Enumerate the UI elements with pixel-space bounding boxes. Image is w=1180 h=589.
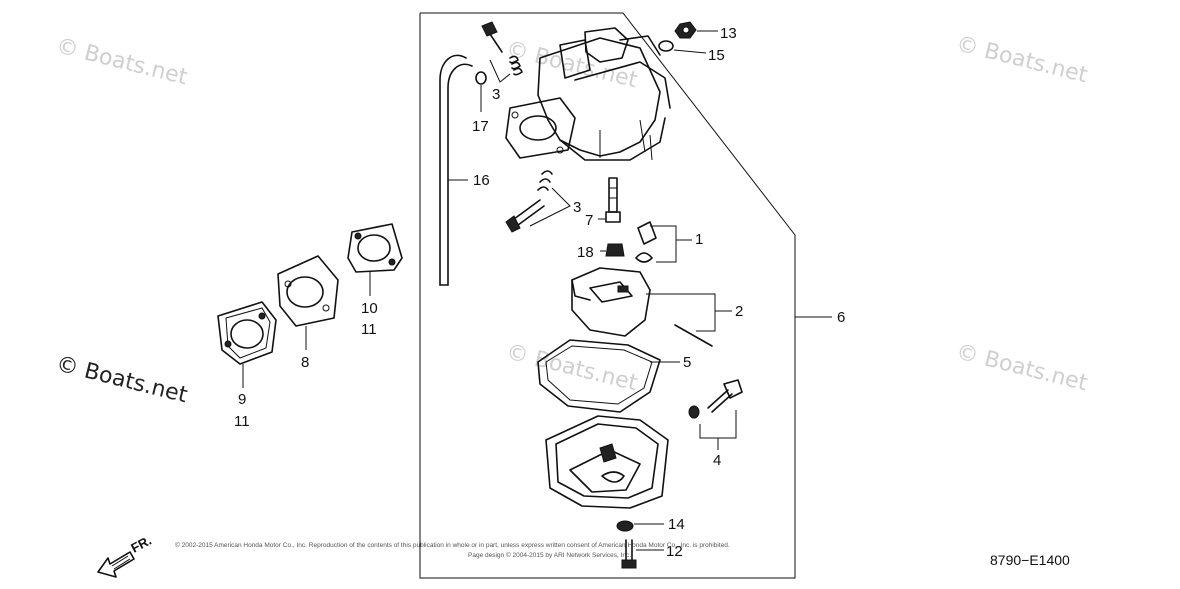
throttle-stop-screw — [505, 170, 553, 233]
callout-9: 9 — [238, 391, 246, 408]
watermark: © Boats.net — [54, 352, 191, 409]
pilot-screw-upper — [481, 21, 523, 76]
callout-3-lower: 3 — [573, 199, 581, 216]
callout-14: 14 — [668, 516, 685, 533]
watermark: © Boats.net — [504, 37, 641, 94]
callout-5: 5 — [683, 354, 691, 371]
callout-17: 17 — [472, 118, 489, 135]
carburetor-body — [505, 27, 671, 161]
float-pin — [674, 324, 713, 347]
float-2 — [571, 267, 651, 337]
slow-jet-18 — [605, 243, 625, 257]
front-direction-arrow: FR. — [97, 533, 154, 578]
float-valve-1 — [635, 221, 657, 263]
gasket-9 — [217, 301, 277, 365]
callout-3-upper: 3 — [492, 86, 500, 103]
assembly-boundary — [419, 12, 796, 579]
washer-15 — [658, 40, 674, 52]
watermark: © Boats.net — [504, 340, 641, 397]
callout-11-right: 11 — [361, 321, 377, 338]
watermark: © Boats.net — [54, 34, 191, 91]
callout-1: 1 — [695, 231, 703, 248]
callout-7: 7 — [585, 212, 593, 229]
front-label: FR. — [128, 533, 154, 556]
callout-18: 18 — [577, 244, 594, 261]
float-chamber-gasket-5 — [537, 339, 661, 413]
diagram-code: 8790−E1400 — [990, 552, 1070, 568]
bolt-4 — [688, 379, 743, 419]
copyright-line: Page design © 2004-2015 by ARI Network S… — [468, 551, 631, 559]
callout-8: 8 — [301, 354, 309, 371]
copyright-line: © 2002-2015 American Honda Motor Co., In… — [175, 541, 730, 549]
callout-16: 16 — [473, 172, 490, 189]
callout-4: 4 — [713, 452, 721, 469]
watermark: © Boats.net — [954, 340, 1091, 397]
callout-12: 12 — [666, 543, 683, 560]
insulator-8 — [277, 255, 339, 327]
gasket-10 — [347, 223, 403, 273]
callout-15: 15 — [708, 47, 725, 64]
float-chamber — [545, 415, 669, 509]
watermark: © Boats.net — [954, 32, 1091, 89]
callout-2: 2 — [735, 303, 743, 320]
washer-14 — [616, 520, 634, 532]
callout-10: 10 — [361, 300, 378, 317]
callout-11-left: 11 — [234, 413, 250, 430]
drain-bolt-12 — [621, 539, 637, 569]
callout-6: 6 — [837, 309, 845, 326]
main-jet-7 — [605, 177, 621, 223]
drain-tube-16 — [439, 54, 467, 286]
callout-13: 13 — [720, 25, 737, 42]
o-ring-17 — [475, 71, 487, 85]
